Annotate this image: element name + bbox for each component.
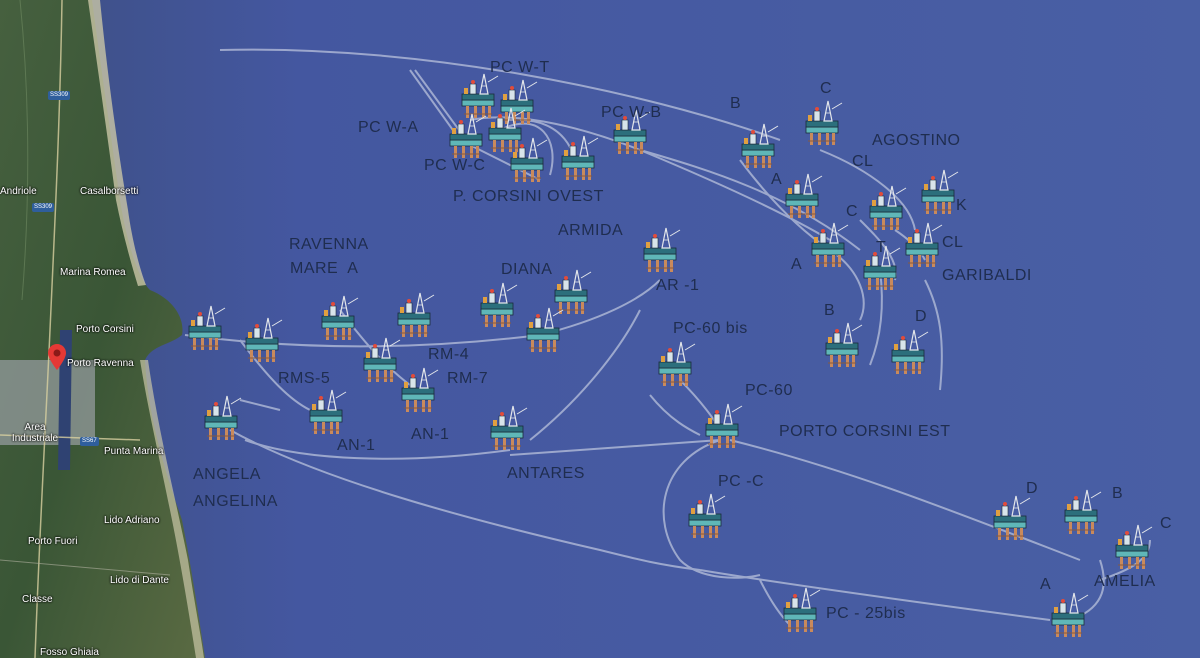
local-road bbox=[0, 559, 171, 576]
field-label: ARMIDA bbox=[558, 222, 624, 239]
canal bbox=[19, 0, 29, 301]
town-label: Area Industriale bbox=[11, 422, 59, 444]
field-label: PC -C bbox=[718, 473, 765, 490]
port-channel bbox=[58, 330, 72, 470]
town-label: Andriole bbox=[0, 186, 37, 197]
field-label: RM-7 bbox=[447, 370, 489, 387]
field-label: A bbox=[791, 256, 803, 273]
field-label: B bbox=[730, 95, 742, 112]
town-label: Porto Corsini bbox=[76, 324, 134, 335]
field-label: ANGELINA bbox=[193, 493, 278, 510]
field-label: PC W-T bbox=[490, 59, 550, 76]
town-label: Punta Marina bbox=[104, 446, 164, 457]
field-label: B bbox=[1112, 485, 1124, 502]
field-label: D bbox=[915, 308, 928, 325]
field-label: C bbox=[846, 203, 859, 220]
field-label: PC-60 bbox=[745, 382, 793, 399]
field-label: C bbox=[1160, 515, 1173, 532]
town-label: Porto Ravenna bbox=[67, 358, 134, 369]
field-label: A bbox=[1040, 576, 1052, 593]
field-label: B bbox=[824, 302, 836, 319]
field-label: GARIBALDI bbox=[942, 267, 1032, 284]
field-label: PC-60 bis bbox=[673, 320, 748, 337]
field-label: T bbox=[876, 239, 887, 256]
field-label: RAVENNA bbox=[289, 236, 369, 253]
town-label: Casalborsetti bbox=[80, 186, 139, 197]
coastline-land bbox=[0, 0, 205, 658]
field-label: PC W-A bbox=[358, 119, 419, 136]
town-label: Porto Fuori bbox=[28, 536, 78, 547]
field-label: AGOSTINO bbox=[872, 132, 961, 149]
field-label: CL bbox=[852, 153, 874, 170]
beach-strip-north bbox=[88, 0, 146, 286]
field-label: PC - 25bis bbox=[826, 605, 906, 622]
field-label: CL bbox=[942, 234, 964, 251]
town-label: Fosso Ghiaia bbox=[40, 647, 99, 658]
field-label: AN-1 bbox=[337, 437, 376, 454]
location-pin-icon[interactable] bbox=[48, 344, 66, 370]
field-label: D bbox=[1026, 480, 1039, 497]
field-label: C bbox=[820, 80, 833, 97]
road-shield: SS309 bbox=[32, 203, 55, 212]
field-label: ANGELA bbox=[193, 466, 261, 483]
field-label: PC W-B bbox=[601, 104, 662, 121]
field-label: RMS-5 bbox=[278, 370, 331, 387]
field-label: DIANA bbox=[501, 261, 553, 278]
road-ss309 bbox=[34, 0, 63, 658]
field-label: ANTARES bbox=[507, 465, 585, 482]
road-shield: SS67 bbox=[80, 437, 99, 446]
field-label: AR -1 bbox=[656, 277, 700, 294]
town-label: Marina Romea bbox=[60, 267, 126, 278]
field-label: RM-4 bbox=[428, 346, 470, 363]
field-label: AMELIA bbox=[1094, 573, 1156, 590]
field-label: A bbox=[771, 171, 783, 188]
field-label: K bbox=[956, 197, 968, 214]
town-label: Classe bbox=[22, 594, 53, 605]
town-label: Lido Adriano bbox=[104, 515, 160, 526]
field-label: MARE A bbox=[290, 260, 359, 277]
field-label: PC W-C bbox=[424, 157, 486, 174]
field-label: AN-1 bbox=[411, 426, 450, 443]
field-label: P. CORSINI OVEST bbox=[453, 188, 604, 205]
road-ss67 bbox=[0, 434, 141, 441]
town-label: Lido di Dante bbox=[110, 575, 169, 586]
beach-strip-south bbox=[140, 360, 204, 658]
road-shield: SS309 bbox=[48, 91, 71, 100]
field-label: PORTO CORSINI EST bbox=[779, 423, 951, 440]
